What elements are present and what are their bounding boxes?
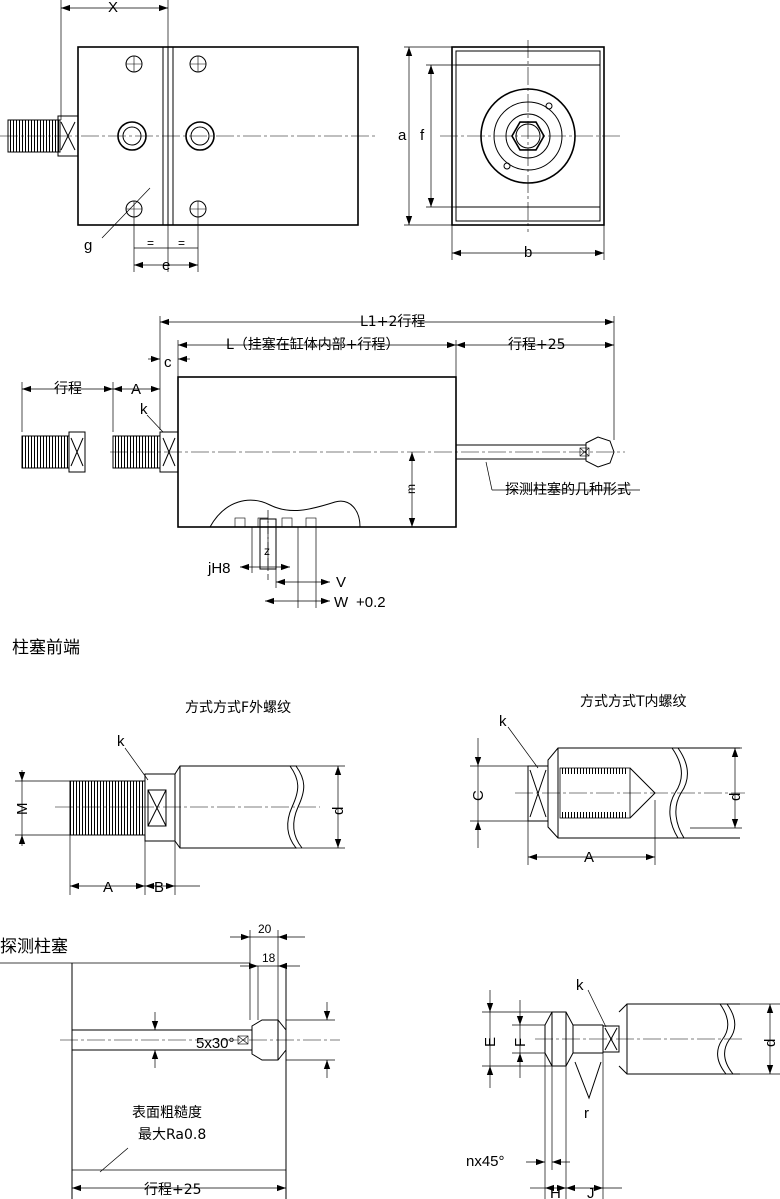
dim-r: r — [584, 1105, 589, 1122]
screw-holes — [125, 55, 207, 218]
type-f-title: 方式方式F外螺纹 — [185, 700, 291, 716]
dim-b: b — [524, 244, 532, 261]
cone-tip-detail: r k E F d nx45° H J — [466, 977, 780, 1199]
dim-k-side: k — [140, 401, 148, 418]
dim-stroke-25: 行程+25 — [508, 337, 566, 353]
probe-plunger-title: 探测柱塞 — [0, 937, 68, 957]
dim-chamfer: 5x30° — [196, 1035, 235, 1052]
dim-stroke-left: 行程 — [54, 381, 82, 397]
dim-a: a — [398, 127, 407, 144]
dim-k-f: k — [117, 733, 125, 750]
dim-F: F — [512, 1038, 529, 1047]
dim-W-tol: +0.2 — [356, 594, 386, 611]
dim-f: f — [420, 127, 425, 144]
dim-z: z — [264, 544, 270, 558]
type-f-detail: 方式方式F外螺纹 M d A B k — [14, 700, 347, 896]
probe-plunger-detail: 探测柱塞 20 18 5x30° 表面粗糙度 最大Ra0.8 — [0, 922, 340, 1199]
dim-L: L（挂塞在缸体内部+行程） — [226, 336, 400, 353]
dim-20: 20 — [258, 922, 272, 936]
dim-jH8: jH8 — [207, 560, 231, 577]
dim-d-t: d — [727, 793, 744, 801]
dim-eq-left: = — [147, 236, 154, 250]
dim-g: g — [84, 237, 92, 254]
side-view: z jH8 V W +0.2 m L1+2行程 L（挂塞在缸体内部+行程） 行程… — [21, 314, 640, 611]
section-plunger-front: 柱塞前端 — [12, 638, 80, 658]
dim-e: e — [162, 257, 170, 274]
dim-A-t: A — [584, 849, 594, 866]
dim-eq-right: = — [178, 236, 185, 250]
dim-nx45: nx45° — [466, 1153, 505, 1170]
roughness-line2: 最大Ra0.8 — [138, 1127, 206, 1143]
dim-c: c — [164, 354, 172, 371]
dim-C: C — [470, 790, 487, 801]
dim-d-f: d — [330, 807, 347, 815]
dim-X: X — [108, 0, 118, 16]
dim-L1: L1+2行程 — [360, 314, 425, 330]
dim-probe-stroke: 行程+25 — [144, 1182, 202, 1198]
top-view: X g = = e — [0, 0, 375, 274]
dim-B: B — [154, 879, 164, 896]
dim-J: J — [587, 1185, 595, 1199]
dim-18: 18 — [262, 951, 276, 965]
dim-A-side: A — [131, 381, 141, 398]
dim-m: m — [404, 484, 418, 494]
dim-H: H — [550, 1185, 561, 1199]
type-t-title: 方式方式T内螺纹 — [580, 694, 687, 710]
dim-W: W — [334, 594, 349, 611]
dim-V: V — [336, 574, 346, 591]
type-t-detail: 方式方式T内螺纹 C d A k — [470, 694, 745, 866]
callout-probe-forms: 探测柱塞的几种形式 — [505, 481, 631, 498]
dim-k-cone: k — [576, 977, 584, 994]
dim-d-cone: d — [762, 1039, 779, 1047]
dim-E: E — [482, 1037, 499, 1047]
end-view: a f b — [398, 40, 620, 261]
dim-k-t: k — [499, 713, 507, 730]
dim-M: M — [14, 803, 31, 816]
dim-A-f: A — [103, 879, 113, 896]
roughness-line1: 表面粗糙度 — [132, 1105, 202, 1121]
